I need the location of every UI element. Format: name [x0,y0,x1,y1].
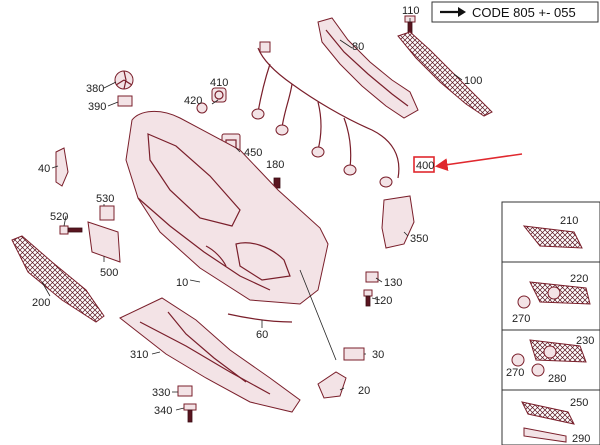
part-310-underbody-shield [119,297,301,413]
callout-420: 420 [184,95,202,107]
callout-130: 130 [384,277,402,289]
callout-310: 310 [130,349,148,361]
part-340-screw [183,403,197,423]
callout-200: 200 [32,297,50,309]
tow-cover-leader [299,269,337,361]
callout-10: 10 [176,277,188,289]
part-250-trim [521,401,575,425]
callout-180: 180 [266,159,284,171]
part-40-side-trim [55,147,69,187]
part-270-ring-a [517,295,531,309]
part-280-ring [531,363,545,377]
part-30-bracket [343,347,365,361]
callout-40: 40 [38,163,50,175]
part-520-screw [59,225,83,235]
part-420-sensor-ring [196,102,208,114]
highlight-400 [413,153,523,173]
callout-330: 330 [152,387,170,399]
callout-350: 350 [410,233,428,245]
callout-210: 210 [560,215,578,227]
part-20-tow-cover [317,371,347,399]
code-text: CODE 805 +- 055 [472,5,576,20]
callout-500: 500 [100,267,118,279]
part-10-bumper [125,111,329,305]
code-legend: CODE 805 +- 055 [431,1,599,23]
callout-380: 380 [86,83,104,95]
callout-100: 100 [464,75,482,87]
part-410-sensor [211,87,227,103]
callout-270-a: 270 [512,313,530,325]
part-120-bolt [363,289,373,307]
part-220-fog-grille [529,281,591,305]
part-80-bracket [317,17,419,119]
highlight-arrow [434,153,523,171]
part-100-grille-strip [397,31,493,117]
callout-390: 390 [88,101,106,113]
callouts: 110 80 100 380 390 410 420 450 180 400 4… [32,5,594,445]
part-500-plate-holder [87,221,121,263]
arrow-head-icon [458,7,466,17]
part-390-emblem-base [117,95,133,107]
part-210-fog-grille [522,225,583,249]
part-230-fog-grille [529,339,587,363]
callout-250: 250 [570,397,588,409]
code-box [431,1,599,23]
part-330-nut [177,385,193,397]
callout-220: 220 [570,273,588,285]
callout-410: 410 [210,77,228,89]
leader-lines [41,18,463,411]
callout-520: 520 [50,211,68,223]
callout-110: 110 [402,5,420,17]
part-290-trim [523,427,567,443]
callout-30: 30 [372,349,384,361]
part-270-ring-b [511,353,525,367]
callout-280: 280 [548,373,566,385]
part-530-clip [99,205,115,221]
callout-270-b: 270 [506,367,524,379]
callout-450: 450 [244,147,262,159]
callout-530: 530 [96,193,114,205]
callout-20: 20 [358,385,370,397]
part-130-clip [365,271,379,283]
callout-290: 290 [572,433,590,445]
highlight-box [413,156,435,173]
part-60-trim-strip [227,313,293,323]
callout-120: 120 [374,295,392,307]
part-200-lower-grille [11,235,105,323]
part-400-wiring-harness [251,41,400,188]
callout-340: 340 [154,405,172,417]
callout-80: 80 [352,41,364,53]
right-parts-panel [501,201,600,445]
callout-400: 400 [416,160,434,172]
part-350-side-bracket [381,195,415,249]
callout-60: 60 [256,329,268,341]
callout-230: 230 [576,335,594,347]
part-380-emblem [114,70,134,90]
